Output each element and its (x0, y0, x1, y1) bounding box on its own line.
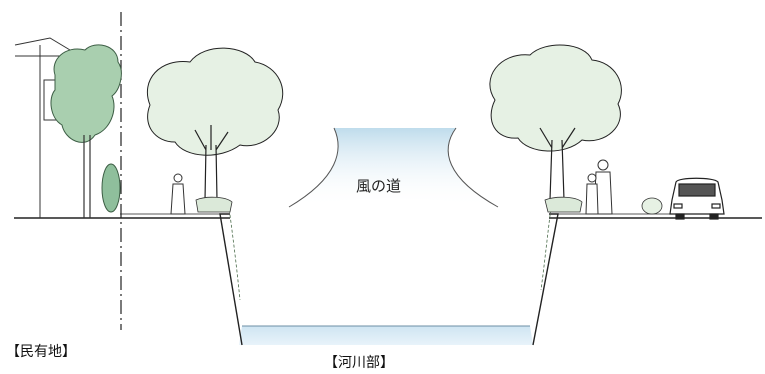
ground-line (14, 213, 762, 219)
river-channel (219, 199, 559, 346)
pedestrian-figure-left (170, 173, 186, 215)
car-illustration (669, 177, 725, 220)
private-land-label: 【民有地】 (6, 344, 76, 360)
wind-path-shape (288, 127, 499, 208)
river-area-label: 【河川部】 (324, 355, 394, 371)
left-street-tree (50, 44, 122, 218)
pedestrian-figures-right (585, 159, 613, 215)
shrub-right (641, 197, 663, 215)
wind-path-label: 風の道 (356, 177, 402, 195)
left-bank-tree (146, 47, 284, 213)
right-bank-tree (489, 44, 622, 213)
